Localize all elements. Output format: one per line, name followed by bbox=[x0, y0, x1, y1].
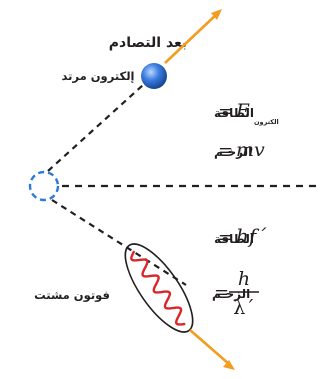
equals-sign: = bbox=[214, 282, 229, 303]
photon-path-dashed bbox=[52, 200, 186, 285]
photon-wave bbox=[131, 252, 184, 325]
photon-ellipse bbox=[114, 235, 205, 342]
diagram-title: بعد التصادم bbox=[109, 35, 187, 51]
electron-label: إلكترون مرتد bbox=[62, 69, 135, 84]
momentum-denominator: λ´ bbox=[233, 297, 255, 319]
equals-sign: = bbox=[218, 140, 233, 161]
momentum-numerator: h bbox=[238, 268, 250, 290]
electron-energy-equation: الطاقة = E الكترون bbox=[214, 100, 279, 126]
recoil-electron bbox=[141, 63, 167, 89]
collision-point bbox=[30, 172, 58, 200]
photon-direction-arrow bbox=[190, 330, 229, 364]
energy-symbol: E bbox=[235, 100, 250, 122]
photon-energy-equation: الطاقة = hf´ bbox=[214, 224, 267, 248]
equals-sign: = bbox=[218, 101, 233, 122]
photon-energy-expression: hf´ bbox=[236, 224, 267, 248]
electron-momentum-equation: الزخـم = mv bbox=[214, 139, 265, 161]
momentum-expression: mv bbox=[236, 139, 265, 161]
electron-subscript: الكترون bbox=[254, 118, 279, 126]
electron-path-dashed bbox=[48, 85, 143, 171]
equals-sign: = bbox=[218, 227, 233, 248]
photon-momentum-equation: الزخـم = h λ´ bbox=[212, 268, 259, 319]
photon-label: فوتون مشتت bbox=[34, 288, 110, 303]
